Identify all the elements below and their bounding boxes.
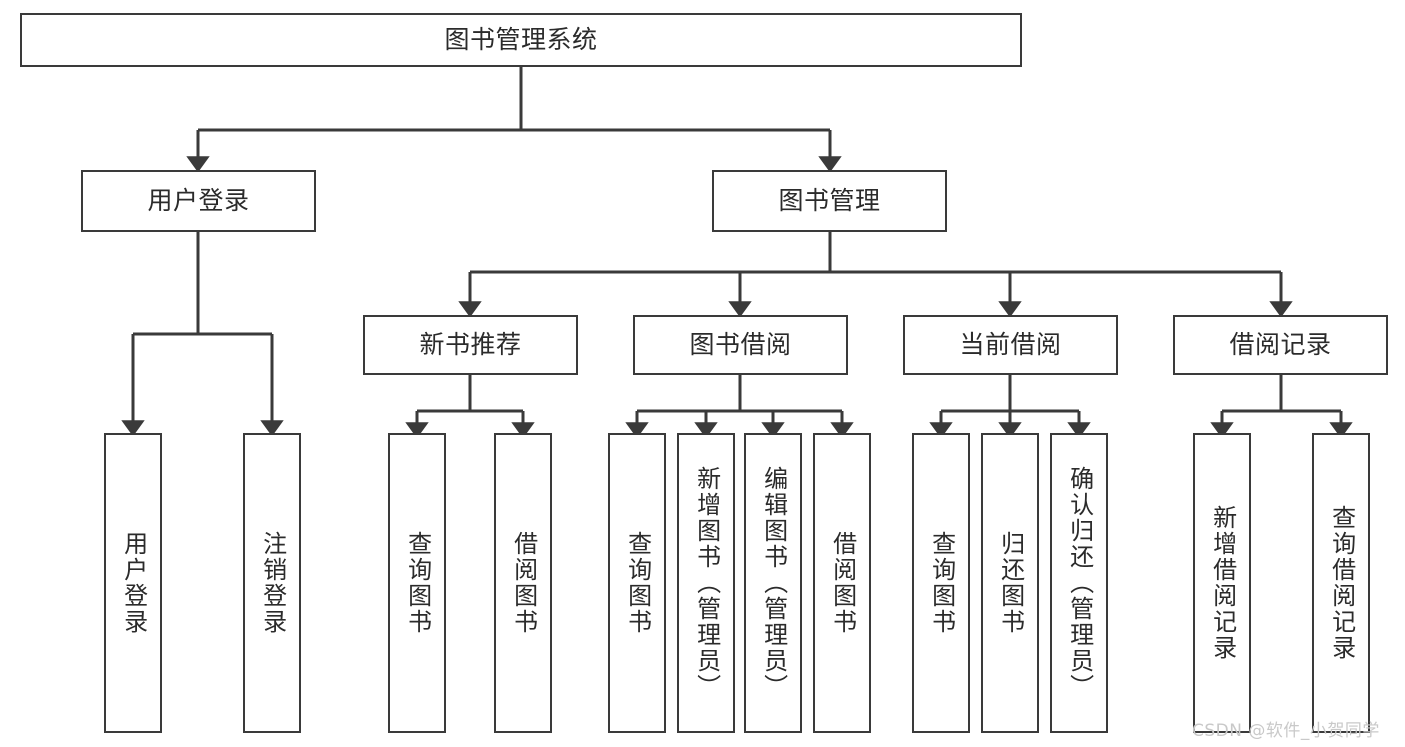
node-label: 编辑图书（管理员）	[759, 466, 788, 700]
node-leaf-user-login-logout[interactable]: 注销登录	[243, 433, 301, 733]
node-label: 确认归还（管理员）	[1065, 466, 1094, 700]
node-label: 查询图书	[403, 531, 432, 635]
node-label: 借阅图书	[509, 531, 538, 635]
node-label: 注销登录	[258, 531, 287, 635]
node-leaf-recommend-borrow-book[interactable]: 借阅图书	[494, 433, 552, 733]
node-book-borrow[interactable]: 图书借阅	[633, 315, 848, 375]
node-label: 图书借阅	[689, 330, 792, 360]
node-leaf-borrow-add-book-admin[interactable]: 新增图书（管理员）	[677, 433, 735, 733]
node-label: 当前借阅	[959, 330, 1062, 360]
node-user-login[interactable]: 用户登录	[81, 170, 316, 232]
node-leaf-record-query-record[interactable]: 查询借阅记录	[1312, 433, 1370, 733]
node-leaf-current-return-book[interactable]: 归还图书	[981, 433, 1039, 733]
node-label: 查询借阅记录	[1327, 505, 1356, 661]
node-borrow-record[interactable]: 借阅记录	[1173, 315, 1388, 375]
node-label: 新书推荐	[419, 330, 522, 360]
node-label: 借阅记录	[1229, 330, 1332, 360]
node-book-management[interactable]: 图书管理	[712, 170, 947, 232]
node-leaf-borrow-edit-book-admin[interactable]: 编辑图书（管理员）	[744, 433, 802, 733]
node-label: 图书管理	[778, 186, 881, 216]
node-label: 图书管理系统	[444, 25, 598, 55]
node-label: 查询图书	[927, 531, 956, 635]
node-label: 用户登录	[119, 531, 148, 635]
node-leaf-record-add-record[interactable]: 新增借阅记录	[1193, 433, 1251, 733]
node-label: 借阅图书	[828, 531, 857, 635]
node-leaf-current-query-book[interactable]: 查询图书	[912, 433, 970, 733]
node-label: 用户登录	[147, 186, 250, 216]
node-label: 新增图书（管理员）	[692, 466, 721, 700]
node-leaf-user-login-login[interactable]: 用户登录	[104, 433, 162, 733]
csdn-watermark: CSDN @软件_小贺同学	[1192, 721, 1380, 741]
node-label: 查询图书	[623, 531, 652, 635]
node-current-borrow[interactable]: 当前借阅	[903, 315, 1118, 375]
node-leaf-borrow-borrow-book[interactable]: 借阅图书	[813, 433, 871, 733]
node-root-book-management-system[interactable]: 图书管理系统	[20, 13, 1022, 67]
node-label: 归还图书	[996, 531, 1025, 635]
node-label: 新增借阅记录	[1208, 505, 1237, 661]
node-new-book-recommend[interactable]: 新书推荐	[363, 315, 578, 375]
node-leaf-current-confirm-return-admin[interactable]: 确认归还（管理员）	[1050, 433, 1108, 733]
node-leaf-borrow-query-book[interactable]: 查询图书	[608, 433, 666, 733]
node-leaf-recommend-query-book[interactable]: 查询图书	[388, 433, 446, 733]
